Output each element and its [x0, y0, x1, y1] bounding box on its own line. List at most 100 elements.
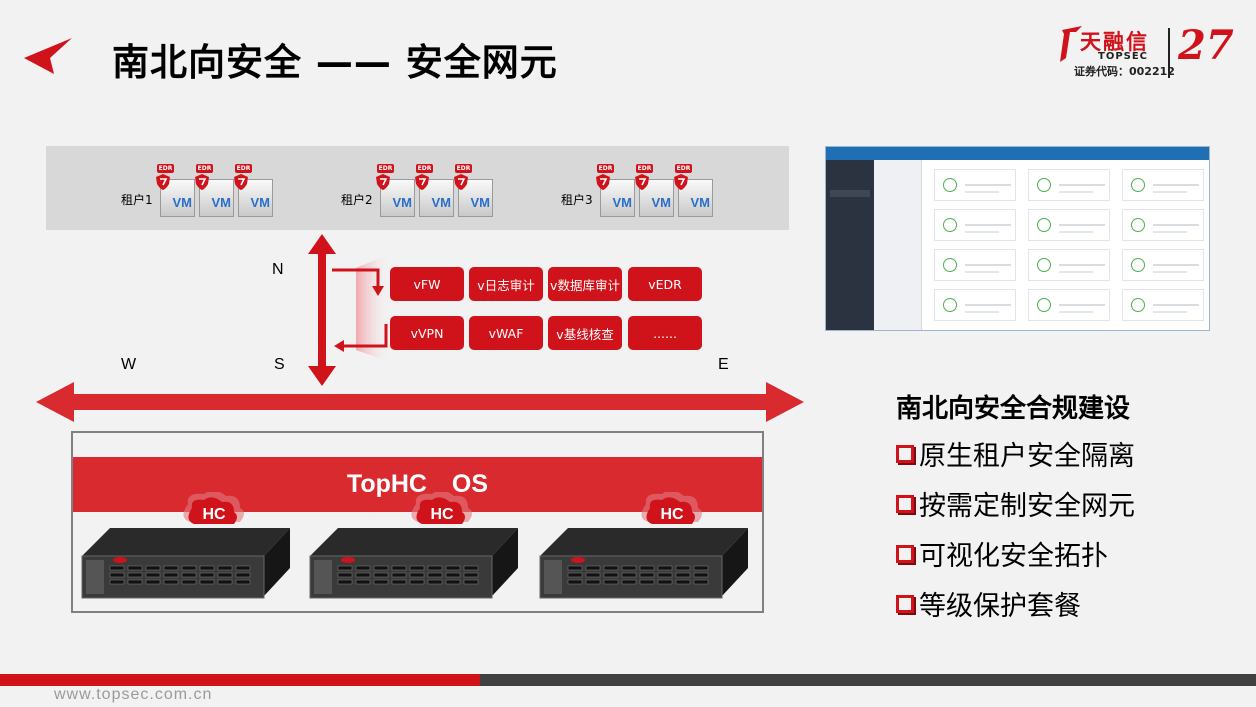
- footer-bar-dark: [480, 674, 1256, 686]
- security-element-box: vFW: [390, 267, 464, 301]
- console-card-line: [965, 311, 999, 313]
- console-card-icon: [1131, 298, 1145, 312]
- logo-separator: [1168, 28, 1170, 78]
- security-element-box: v日志审计: [469, 267, 543, 301]
- checkbox-icon: [896, 444, 914, 463]
- title-arrow-icon: [24, 38, 72, 74]
- console-card: [934, 209, 1016, 241]
- console-card-icon: [1037, 218, 1051, 232]
- vm-icon: VM: [376, 174, 415, 217]
- console-card-icon: [943, 218, 957, 232]
- vm-icon: VM: [234, 174, 273, 217]
- direction-south-label: S: [274, 356, 285, 373]
- security-element-box: v基线核查: [548, 316, 622, 350]
- vm-label: VM: [392, 195, 413, 210]
- console-card-icon: [943, 298, 957, 312]
- north-south-arrow-icon: [308, 234, 390, 386]
- console-card-icon: [943, 258, 957, 272]
- feature-item-label: 按需定制安全网元: [919, 491, 1135, 522]
- vm-icon: VM: [596, 174, 635, 217]
- logo-brand: 天融信: [1080, 30, 1149, 54]
- vm-icon: VM: [156, 174, 195, 217]
- feature-item-label: 原生租户安全隔离: [919, 441, 1135, 472]
- console-card-icon: [943, 178, 957, 192]
- server-node: HC: [80, 490, 292, 602]
- server-rack-icon: [81, 490, 290, 599]
- console-card-line: [1153, 311, 1187, 313]
- logo-english: TOPSEC: [1098, 51, 1149, 62]
- console-card-line: [965, 231, 999, 233]
- edr-badge: EDR: [675, 164, 692, 173]
- feature-item: 原生租户安全隔离: [896, 434, 1135, 473]
- console-card: [1028, 249, 1110, 281]
- feature-list-title: 南北向安全合规建设: [896, 394, 1131, 424]
- server-rack-icon: [309, 490, 518, 599]
- checkbox-icon: [896, 594, 914, 613]
- tenant-label: 租户2: [341, 193, 373, 207]
- vm-label: VM: [470, 195, 491, 210]
- console-card: [1028, 209, 1110, 241]
- tenant-label: 租户1: [121, 193, 153, 207]
- console-card: [1122, 209, 1204, 241]
- security-element-box: vEDR: [628, 267, 702, 301]
- server-node: HC: [538, 490, 750, 602]
- console-card-icon: [1131, 218, 1145, 232]
- tenant-label: 租户3: [561, 193, 593, 207]
- management-console-screenshot: [825, 146, 1210, 331]
- console-sidenav: [826, 160, 874, 330]
- edr-badge: EDR: [416, 164, 433, 173]
- console-card-line: [1153, 184, 1199, 186]
- console-card-line: [1059, 184, 1105, 186]
- console-card-line: [1153, 304, 1199, 306]
- console-card-line: [965, 184, 1011, 186]
- security-element-box: vVPN: [390, 316, 464, 350]
- shield-icon: [596, 174, 610, 190]
- console-card-icon: [1037, 298, 1051, 312]
- security-element-box: v数据库审计: [548, 267, 622, 301]
- edr-badge: EDR: [196, 164, 213, 173]
- console-card: [1122, 289, 1204, 321]
- console-card-icon: [1131, 258, 1145, 272]
- console-card: [934, 249, 1016, 281]
- vm-icon: VM: [635, 174, 674, 217]
- console-card-line: [1059, 264, 1105, 266]
- hc-badge: HC: [202, 506, 226, 523]
- topsec-mark-icon: [1060, 26, 1082, 62]
- shield-icon: [234, 174, 248, 190]
- console-card-line: [1153, 271, 1187, 273]
- edr-badge: EDR: [455, 164, 472, 173]
- anniversary-years: 27: [1178, 22, 1234, 69]
- console-card-line: [1153, 191, 1187, 193]
- vm-label: VM: [431, 195, 452, 210]
- console-card-line: [1059, 304, 1105, 306]
- edr-badge: EDR: [597, 164, 614, 173]
- edr-badge: EDR: [235, 164, 252, 173]
- hc-badge: HC: [430, 506, 454, 523]
- vm-icon: VM: [195, 174, 234, 217]
- console-menu: [874, 160, 922, 330]
- feature-item-label: 可视化安全拓扑: [919, 541, 1108, 572]
- shield-icon: [674, 174, 688, 190]
- vm-label: VM: [211, 195, 232, 210]
- vm-label: VM: [172, 195, 193, 210]
- console-card-icon: [1037, 258, 1051, 272]
- vm-icon: VM: [415, 174, 454, 217]
- console-card-line: [1059, 311, 1093, 313]
- direction-east-label: E: [718, 356, 729, 373]
- console-card-line: [1059, 191, 1093, 193]
- server-rack-icon: [539, 490, 748, 599]
- os-label: TopHC OS: [346, 470, 489, 498]
- console-card-line: [1059, 271, 1093, 273]
- checkbox-icon: [896, 494, 914, 513]
- console-card-icon: [1037, 178, 1051, 192]
- east-west-arrow-icon: [36, 382, 804, 422]
- security-element-box: vWAF: [469, 316, 543, 350]
- shield-icon: [376, 174, 390, 190]
- stock-code: 证券代码：002212: [1074, 65, 1175, 78]
- console-card: [1028, 169, 1110, 201]
- console-card-line: [965, 304, 1011, 306]
- vm-icon: VM: [674, 174, 713, 217]
- console-card-icon: [1131, 178, 1145, 192]
- checkbox-icon: [896, 544, 914, 563]
- console-card-line: [1153, 231, 1187, 233]
